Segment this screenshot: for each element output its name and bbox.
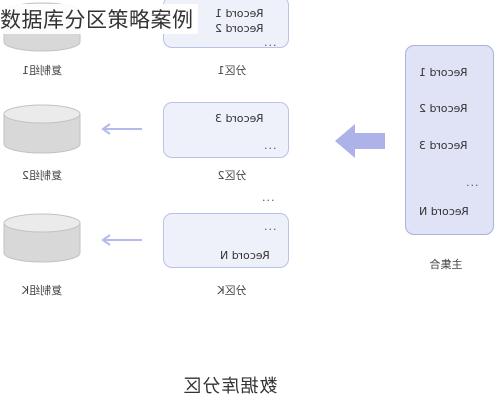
partition-2-label: 分区2 bbox=[217, 169, 247, 182]
master-record: Record 3 bbox=[419, 139, 468, 152]
partition-2-box bbox=[163, 102, 289, 158]
partition-1-record: Record 2 bbox=[215, 22, 264, 35]
replica-group-1-label: 复制组1 bbox=[22, 64, 62, 77]
replica-group-k-label: 复制组K bbox=[21, 284, 63, 297]
master-collection-box bbox=[405, 45, 494, 235]
master-record: Record 1 bbox=[419, 66, 468, 79]
master-dots: ... bbox=[466, 176, 480, 189]
arrow-left-icon bbox=[101, 234, 142, 246]
replica-group-k-cylinder bbox=[2, 213, 82, 263]
replica-group-2-cylinder bbox=[2, 104, 82, 154]
partition-1-label: 分区1 bbox=[217, 64, 247, 77]
partition-k-dots: ... bbox=[264, 220, 278, 233]
partition-2-record: Record 3 bbox=[215, 112, 264, 125]
partition-k-record: Record N bbox=[220, 249, 270, 262]
partition-between-dots: ... bbox=[262, 191, 276, 204]
partition-2-dots: ... bbox=[264, 139, 278, 152]
partition-1-dots: ... bbox=[264, 36, 278, 49]
master-record: Record 2 bbox=[419, 102, 468, 115]
master-record: Record N bbox=[419, 205, 469, 218]
partition-1-record: Record 1 bbox=[215, 7, 264, 20]
partition-k-label: 分区K bbox=[217, 284, 247, 297]
master-collection-label: 主集合 bbox=[429, 258, 463, 271]
arrow-left-icon bbox=[101, 123, 142, 135]
replica-group-2-label: 复制组2 bbox=[22, 169, 62, 182]
partition-k-box bbox=[163, 213, 289, 268]
page-title: 数据库分区策略案例 bbox=[0, 4, 198, 34]
arrow-left-large-icon bbox=[335, 124, 385, 158]
diagram-caption: 数据库分区 bbox=[182, 376, 278, 397]
